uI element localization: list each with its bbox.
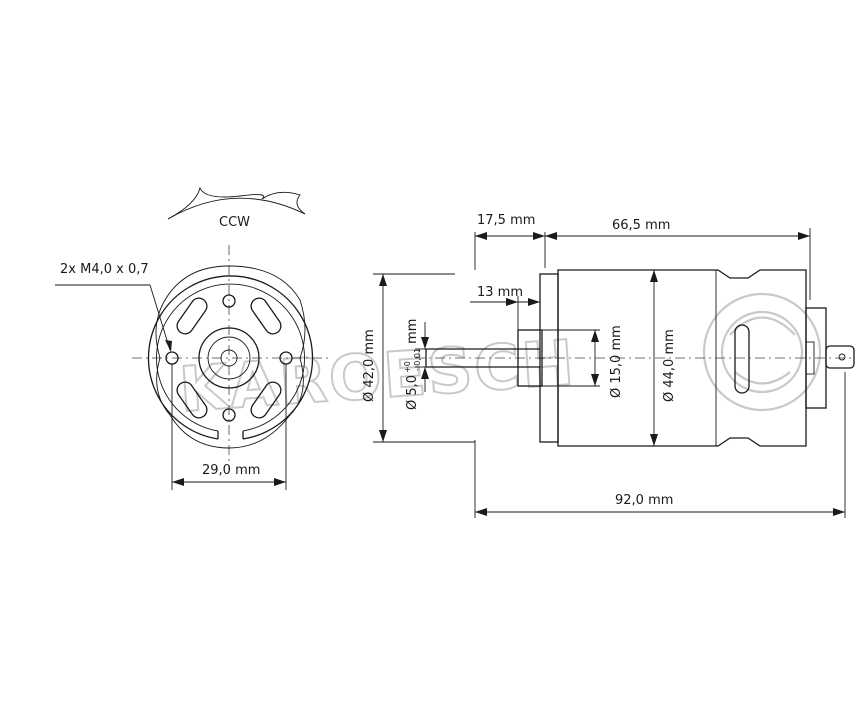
front-view: 2x M4,0 x 0,7 29,0 mm [55,245,330,490]
shaft-diameter-label: Ø 5,0 +0- 0,01 mm [403,319,422,410]
watermark-logo [702,292,822,412]
hole-spacing-label: 29,0 mm [202,463,260,478]
body-diameter-label: Ø 44,0 mm [662,329,677,402]
total-length-label: 92,0 mm [615,493,673,508]
shaft-diameter-unit: mm [405,319,420,344]
shaft-length-label: 17,5 mm [477,213,535,228]
shaft-diameter-prefix: Ø 5,0 [405,375,420,410]
mount-diameter-label: Ø 42,0 mm [362,329,377,402]
boss-diameter-label: Ø 15,0 mm [609,325,624,398]
rotation-direction-label: CCW [219,215,250,230]
watermark: KAROESCH [176,292,822,427]
shaft-tol-upper: +0 [403,361,412,373]
boss-length-label: 13 mm [477,285,523,300]
body-length-label: 66,5 mm [612,218,670,233]
shaft-tol-lower: - 0,01 [413,348,422,371]
side-view: 17,5 mm 66,5 mm 13 mm 92,0 mm Ø 42,0 mm [362,213,855,518]
rotation-indicator: CCW [167,186,306,230]
thread-label: 2x M4,0 x 0,7 [60,262,149,277]
